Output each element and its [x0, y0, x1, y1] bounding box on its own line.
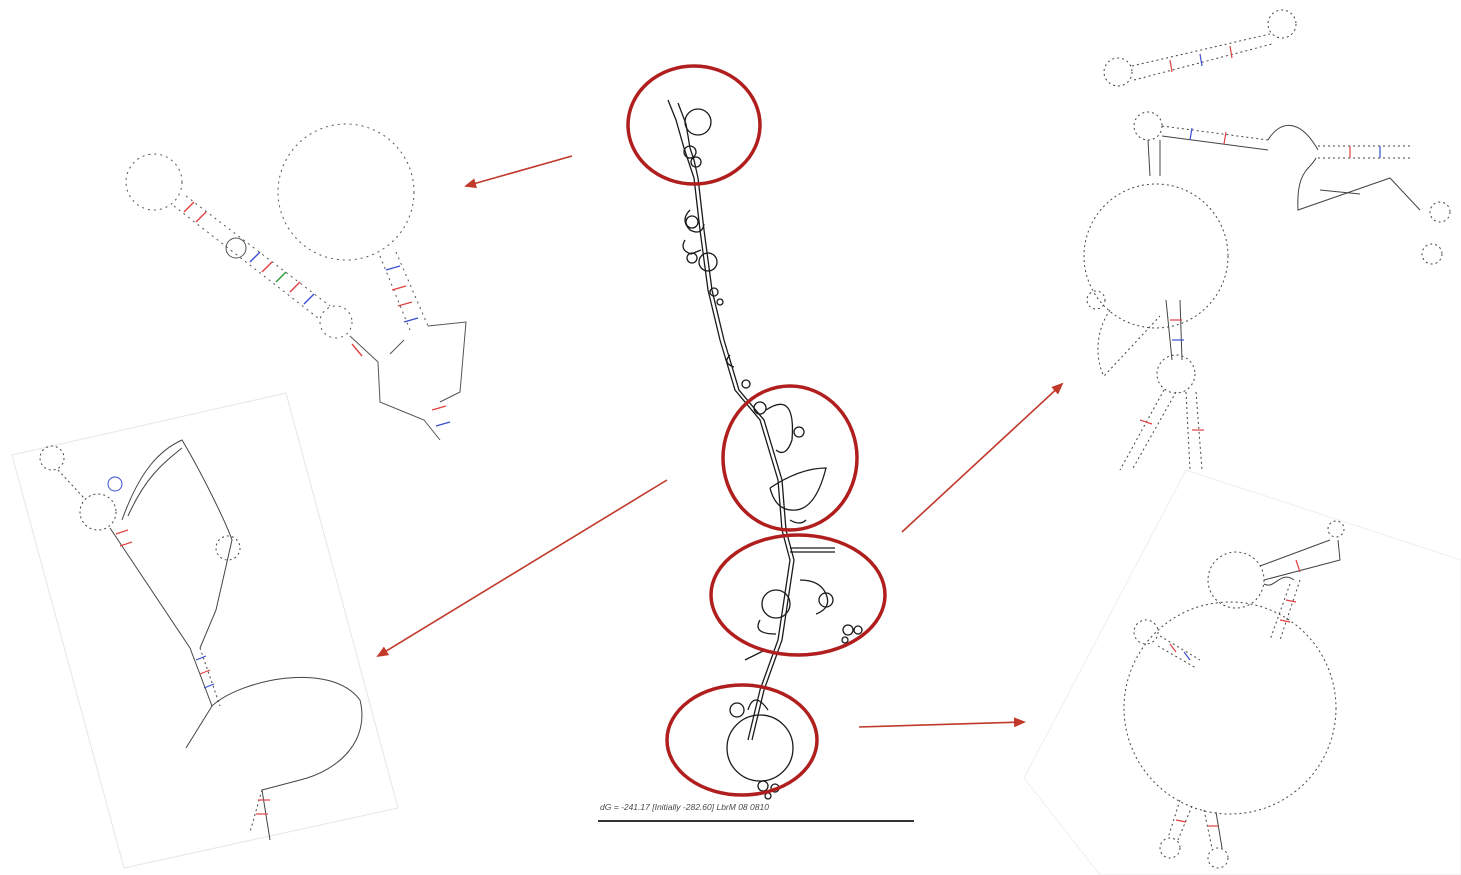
zoom-bottom-left: [11, 392, 399, 869]
arrow-to-top-right: [901, 382, 1064, 533]
highlight-upper-middle-loop: [721, 384, 859, 532]
full-structure: [667, 99, 863, 800]
arrow-to-bottom-left: [376, 479, 668, 658]
caption-divider: [598, 820, 914, 822]
highlight-circles: [626, 64, 887, 797]
arrow-to-bottom-right: [858, 717, 1026, 728]
highlight-lower-middle-loop: [709, 533, 887, 657]
zoom-top-right: [1083, 9, 1451, 471]
arrow-to-top-left: [464, 155, 573, 189]
pointer-arrows: [376, 155, 1064, 728]
zoom-top-left: [125, 123, 467, 441]
zoom-bottom-right: [1023, 469, 1461, 875]
highlight-bottom-loop: [665, 683, 819, 797]
highlight-top-stem-loop: [626, 64, 762, 186]
structure-caption: dG = -241.17 [Initially -282.60] LbrM 08…: [600, 802, 769, 812]
